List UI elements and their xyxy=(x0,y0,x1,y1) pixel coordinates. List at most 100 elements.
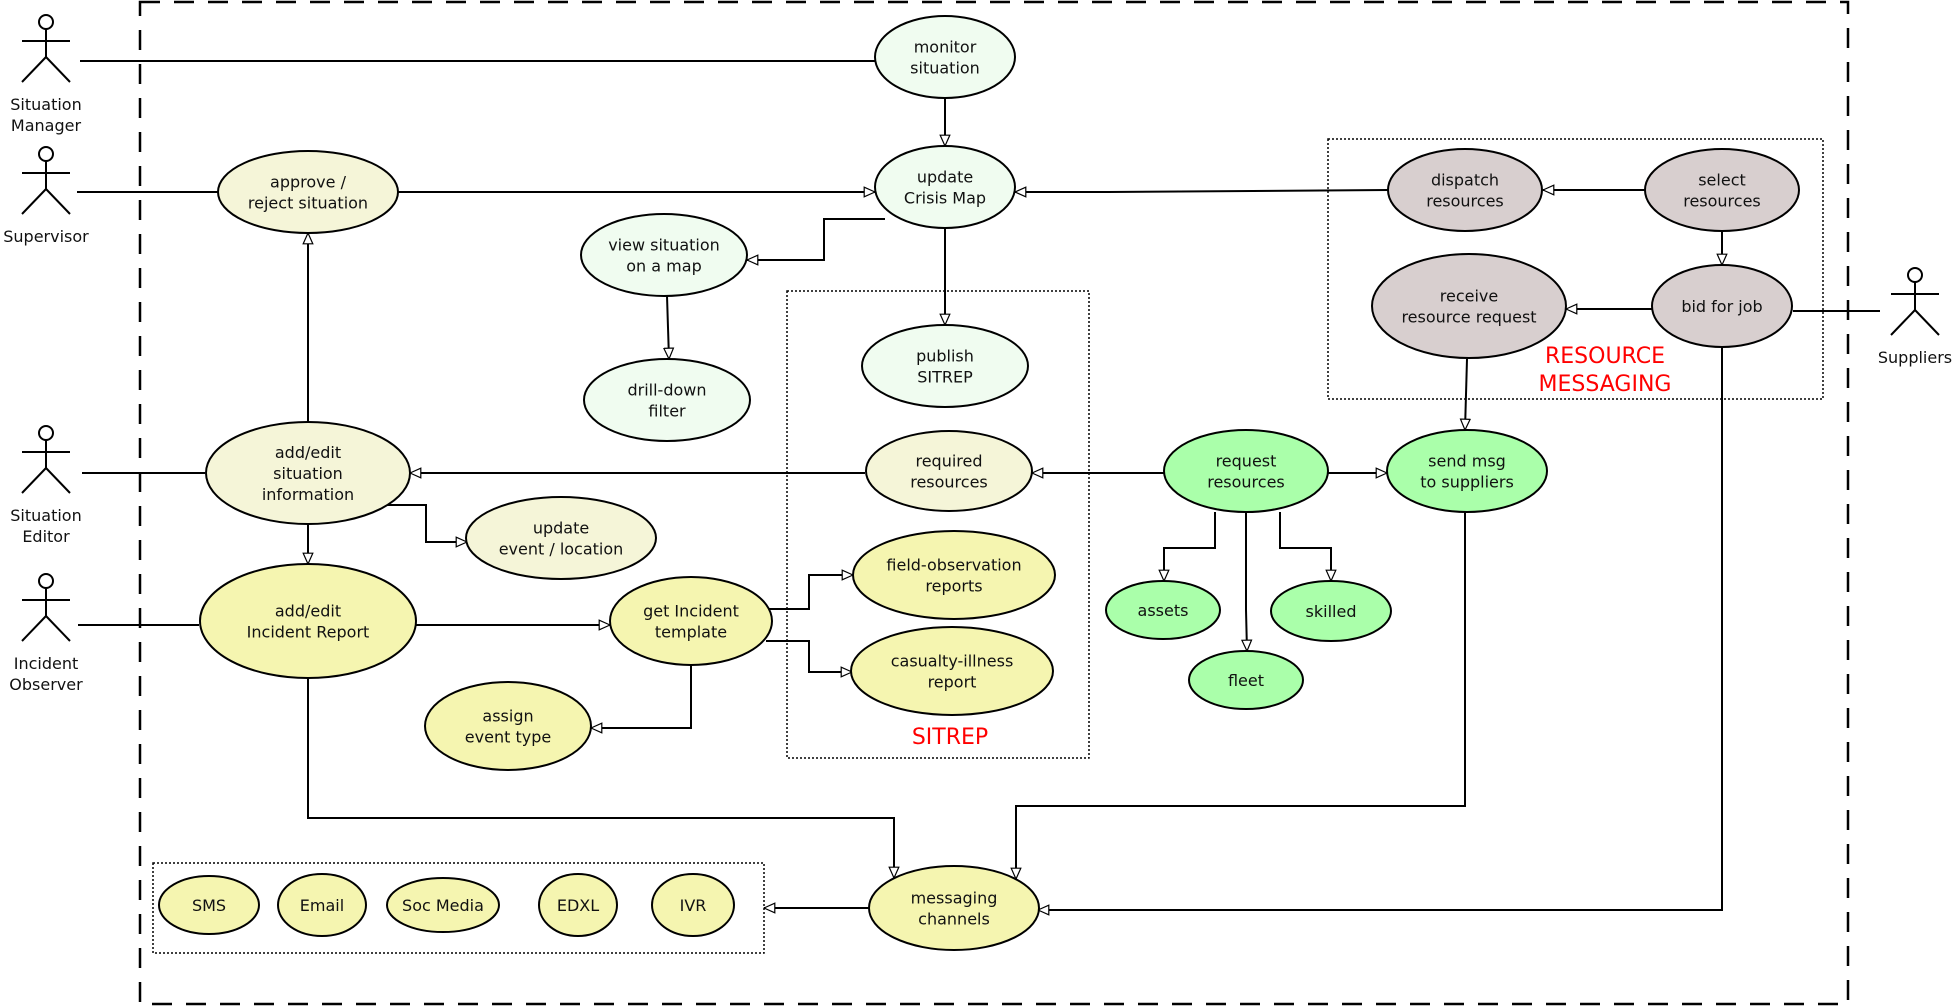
use-case-ivr[interactable]: IVR xyxy=(651,873,735,937)
actor-label: Editor xyxy=(22,527,70,546)
use-case-label: field-observation xyxy=(886,556,1021,575)
use-case-label: fleet xyxy=(1228,671,1264,690)
use-case-label: reject situation xyxy=(248,194,368,213)
actor-label: Incident xyxy=(14,654,79,673)
generalization-arrow xyxy=(1279,512,1331,581)
use-case-email[interactable]: Email xyxy=(277,873,367,937)
use-case-ellipse[interactable] xyxy=(1387,148,1543,232)
use-case-soc-media[interactable]: Soc Media xyxy=(386,877,500,933)
use-case-ellipse[interactable] xyxy=(205,421,411,525)
use-case-ellipse[interactable] xyxy=(538,873,618,937)
use-case-label: event / location xyxy=(499,540,624,559)
use-case-label: resources xyxy=(1207,473,1285,492)
use-case-label: request xyxy=(1216,452,1277,471)
use-case-label: Soc Media xyxy=(402,896,484,915)
use-case-ellipse[interactable] xyxy=(651,873,735,937)
use-case-fleet[interactable]: fleet xyxy=(1188,650,1304,710)
use-case-bid-for-job[interactable]: bid for job xyxy=(1651,264,1793,348)
use-case-ellipse[interactable] xyxy=(1163,429,1329,513)
use-case-label: to suppliers xyxy=(1420,473,1514,492)
use-case-label: template xyxy=(655,623,727,642)
use-case-ellipse[interactable] xyxy=(465,496,657,580)
use-case-ellipse[interactable] xyxy=(583,358,751,442)
stick-figure-icon xyxy=(21,14,71,83)
use-case-label: get Incident xyxy=(643,602,739,621)
use-case-edxl[interactable]: EDXL xyxy=(538,873,618,937)
use-case-label: assets xyxy=(1138,601,1189,620)
use-case-ellipse[interactable] xyxy=(158,875,260,935)
use-case-get-incident-template[interactable]: get Incident template xyxy=(609,576,773,666)
use-case-label: send msg xyxy=(1428,452,1506,471)
stick-figure-icon xyxy=(21,573,71,642)
use-case-ellipse[interactable] xyxy=(1188,650,1304,710)
use-case-skilled[interactable]: skilled xyxy=(1270,580,1392,642)
use-case-request-resources[interactable]: request resources xyxy=(1163,429,1329,513)
generalization-arrow xyxy=(1465,358,1467,430)
use-case-ellipse[interactable] xyxy=(1371,253,1567,359)
use-case-ellipse[interactable] xyxy=(850,626,1054,716)
use-case-label: casualty-illness xyxy=(891,652,1014,671)
use-case-ellipse[interactable] xyxy=(277,873,367,937)
use-case-label: approve / xyxy=(270,173,347,192)
actor-supervisor[interactable]: Supervisor xyxy=(3,146,89,246)
generalization-arrow xyxy=(307,679,894,878)
use-case-label: add/edit xyxy=(275,602,341,621)
use-case-ellipse[interactable] xyxy=(1386,429,1548,513)
use-case-ellipse[interactable] xyxy=(1644,148,1800,232)
generalization-arrow xyxy=(382,504,467,542)
use-case-send-msg-to-suppliers[interactable]: send msg to suppliers xyxy=(1386,429,1548,513)
group-label-resource-messaging: MESSAGING xyxy=(1539,372,1672,397)
use-case-ellipse[interactable] xyxy=(580,213,748,297)
use-case-label: Incident Report xyxy=(247,623,370,642)
use-case-ellipse[interactable] xyxy=(609,576,773,666)
use-case-ellipse[interactable] xyxy=(852,530,1056,620)
use-case-ellipse[interactable] xyxy=(861,324,1029,408)
generalization-arrow xyxy=(667,295,669,359)
system-boundary xyxy=(138,0,1850,1006)
use-case-label: skilled xyxy=(1306,602,1357,621)
use-case-ellipse[interactable] xyxy=(1105,580,1221,640)
use-case-approve-reject-situation[interactable]: approve / reject situation xyxy=(217,150,399,234)
use-case-label: resources xyxy=(1683,192,1761,211)
use-case-label: information xyxy=(262,485,354,504)
use-case-ellipse[interactable] xyxy=(874,15,1016,99)
use-case-ellipse[interactable] xyxy=(217,150,399,234)
group-label-sitrep: SITREP xyxy=(912,725,988,750)
actor-suppliers[interactable]: Suppliers xyxy=(1878,267,1952,367)
use-case-ellipse[interactable] xyxy=(199,563,417,679)
use-case-ellipse[interactable] xyxy=(865,430,1033,512)
group-resource-messaging-box xyxy=(1327,138,1824,400)
generalization-arrow xyxy=(1164,512,1216,581)
use-case-ellipse[interactable] xyxy=(1270,580,1392,642)
use-case-sms[interactable]: SMS xyxy=(158,875,260,935)
use-case-ellipse[interactable] xyxy=(868,865,1040,951)
use-case-assets[interactable]: assets xyxy=(1105,580,1221,640)
use-case-ellipse[interactable] xyxy=(1651,264,1793,348)
group-sitrep-box xyxy=(786,290,1090,759)
stick-figure-icon xyxy=(21,425,71,494)
use-case-label: dispatch xyxy=(1431,171,1499,190)
use-case-ellipse[interactable] xyxy=(874,145,1016,229)
use-case-ellipse[interactable] xyxy=(386,877,500,933)
use-case-ellipse[interactable] xyxy=(424,681,592,771)
use-case-label: messaging xyxy=(911,889,998,908)
